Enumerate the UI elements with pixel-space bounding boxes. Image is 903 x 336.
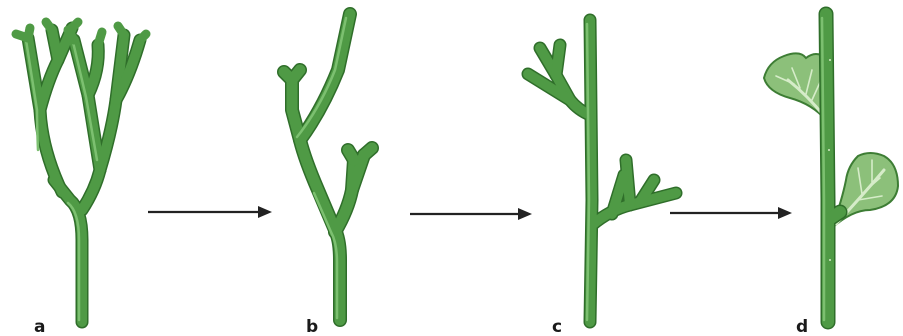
stage-b-stem xyxy=(284,14,372,320)
stage-c-stem xyxy=(528,20,676,322)
stage-a-stem xyxy=(28,28,140,322)
stage-c-plant: c xyxy=(528,20,676,336)
arrow-c-to-d-head xyxy=(778,207,792,219)
stage-b-plant: b xyxy=(284,14,372,336)
stage-d-label: d xyxy=(796,317,808,336)
arrow-a-to-b xyxy=(148,206,272,218)
stage-b-label: b xyxy=(306,317,318,336)
arrow-b-to-c xyxy=(410,208,532,220)
stage-d-plant: d xyxy=(764,14,898,336)
stage-c-label: c xyxy=(552,317,562,336)
stage-a-label: a xyxy=(34,317,45,336)
arrow-c-to-d xyxy=(670,207,792,219)
arrow-a-to-b-head xyxy=(258,206,272,218)
arrow-b-to-c-head xyxy=(518,208,532,220)
stage-a-plant: a xyxy=(16,22,146,336)
